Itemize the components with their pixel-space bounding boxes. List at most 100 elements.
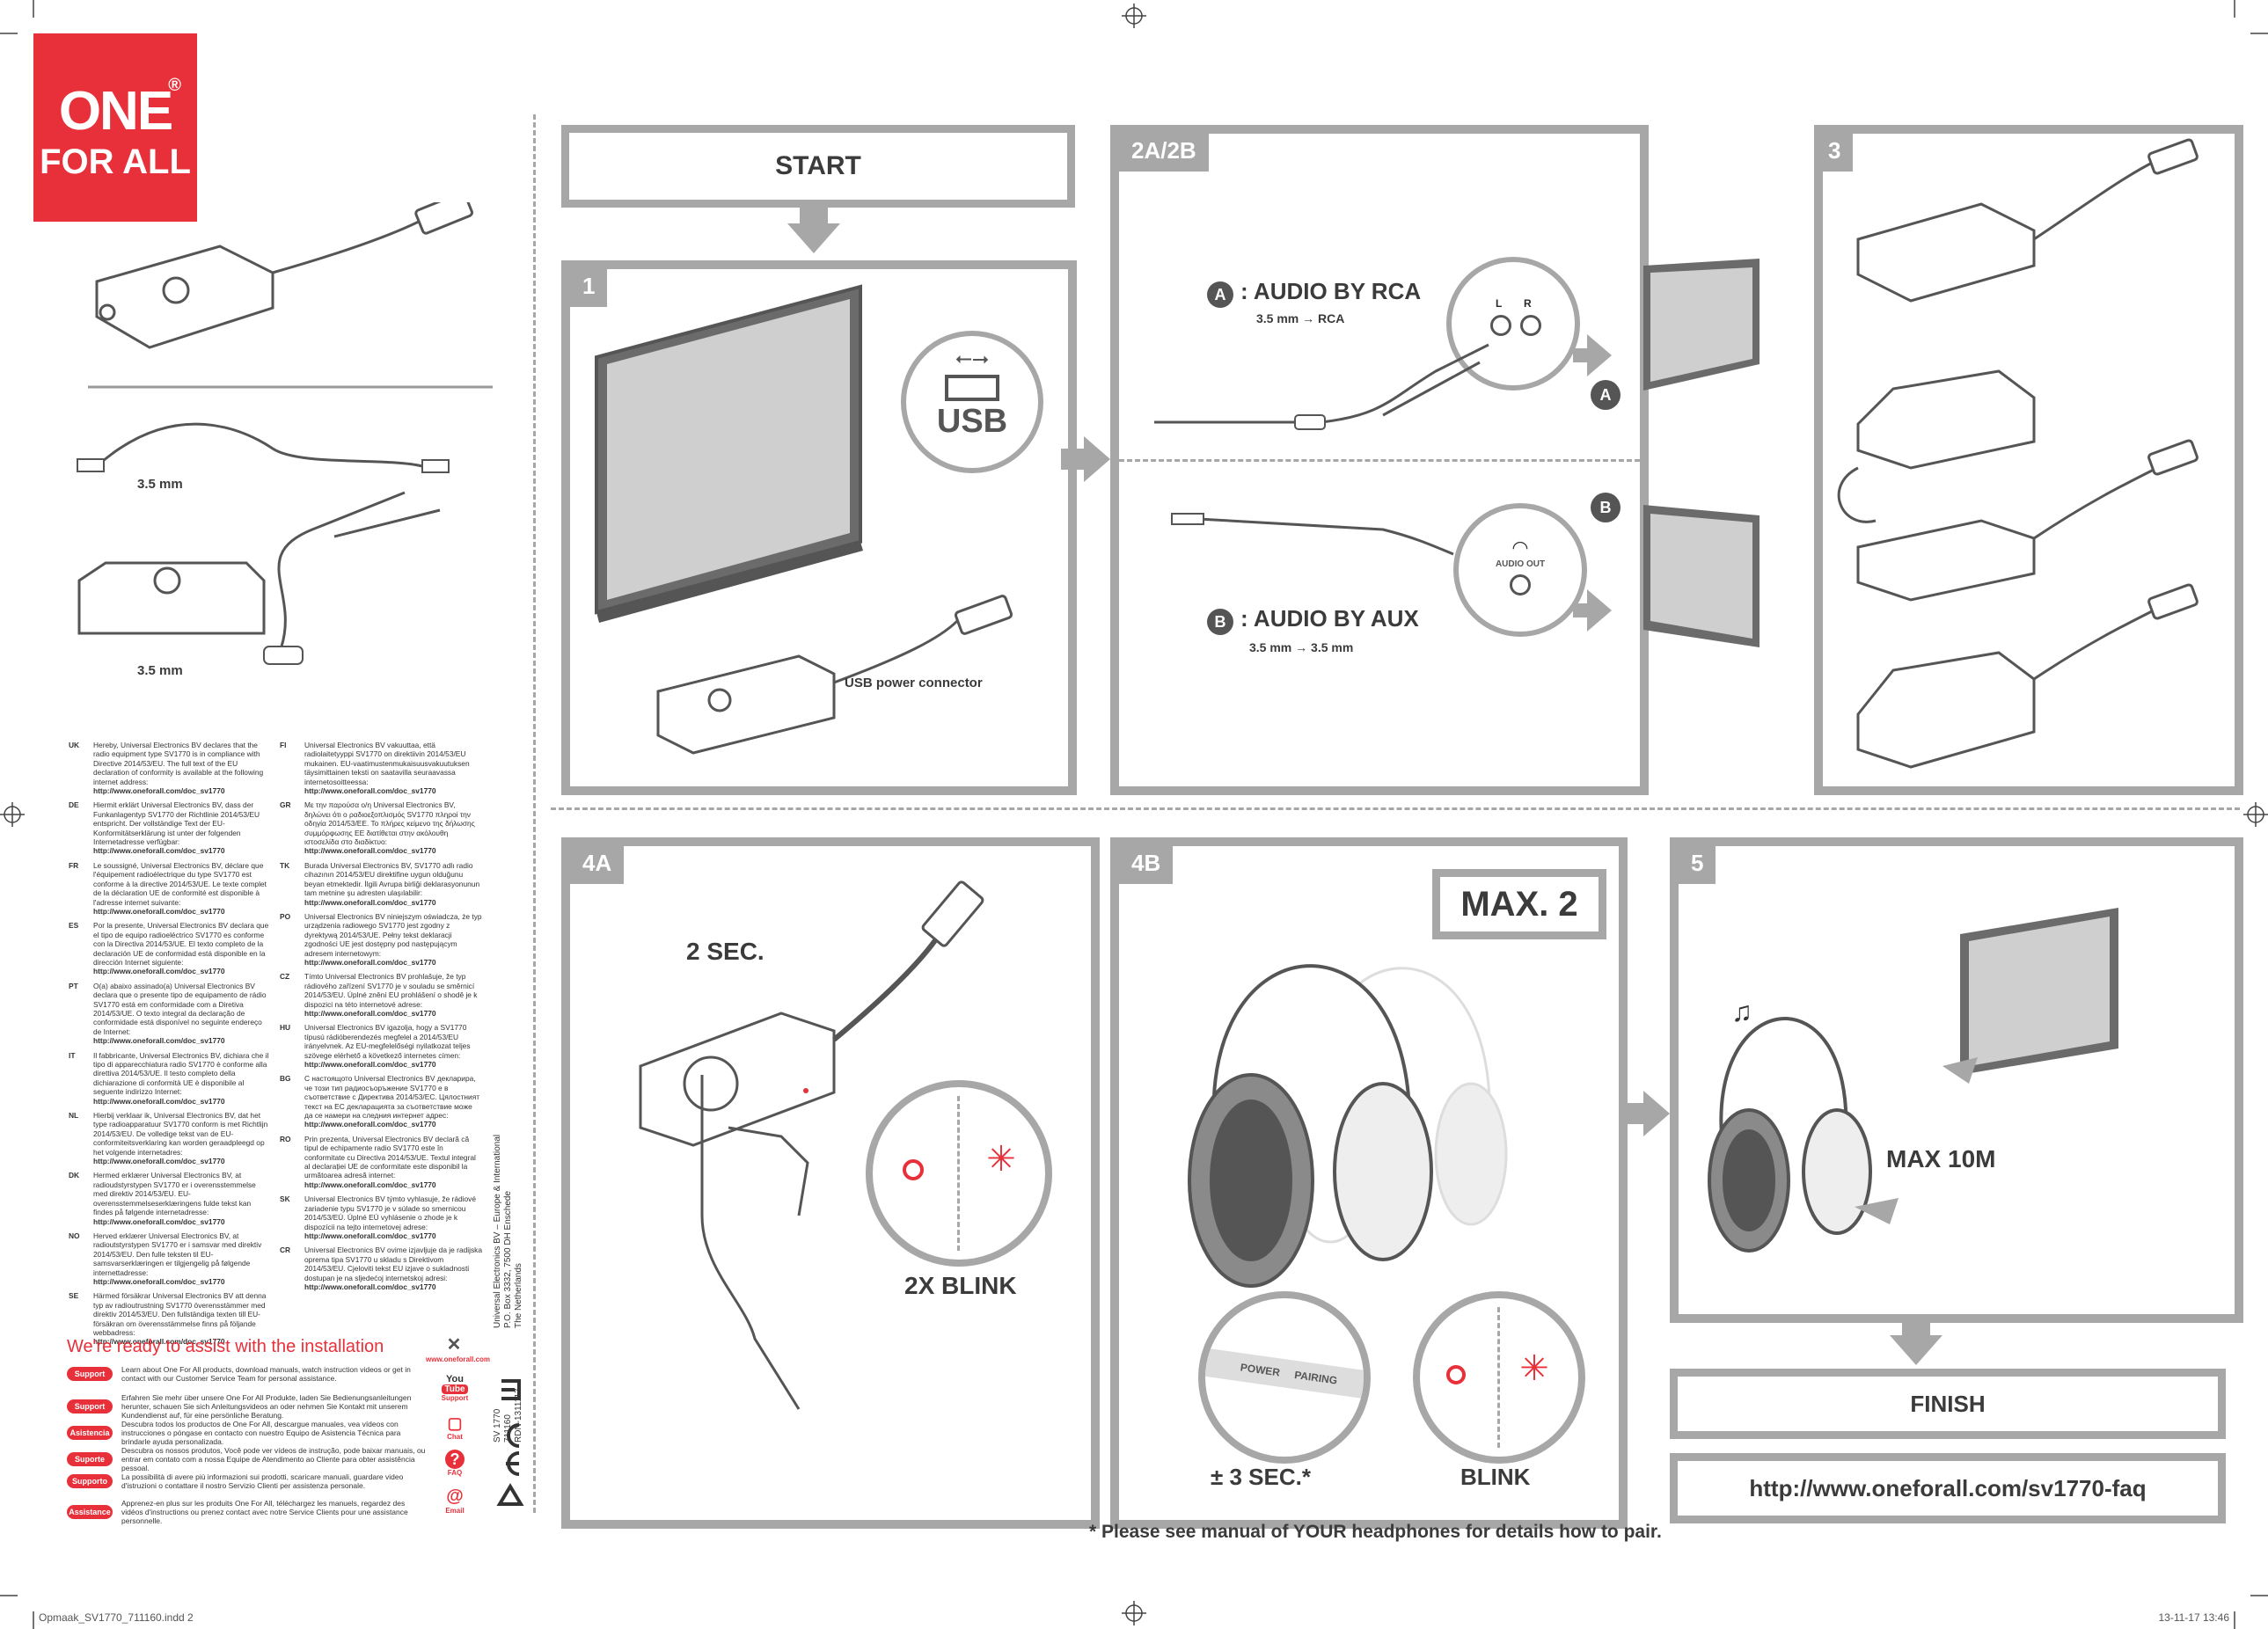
panel-step-4a: 4A 2 SEC. ✳ 2X BLINK bbox=[561, 837, 1100, 1529]
audio-rca-title: : AUDIO BY RCA bbox=[1240, 278, 1422, 304]
vertical-separator bbox=[533, 114, 536, 1513]
rca-l-jack-icon bbox=[1490, 315, 1511, 336]
step-2-tab: 2A/2B bbox=[1119, 134, 1209, 172]
max-10m-label: MAX 10M bbox=[1886, 1145, 1996, 1172]
headphone-led-callout: ✳ bbox=[1413, 1291, 1585, 1464]
label-r: R bbox=[1524, 297, 1532, 310]
faq-url-box[interactable]: http://www.oneforall.com/sv1770-faq bbox=[1670, 1453, 2226, 1523]
step-5-tab: 5 bbox=[1679, 846, 1716, 884]
blink-2x-label: 2X BLINK bbox=[904, 1272, 1017, 1299]
audio-rca-subtitle: 3.5 mm → RCA bbox=[1256, 311, 1345, 325]
arrow-right-icon bbox=[1061, 436, 1110, 482]
support-tag: Support bbox=[67, 1399, 113, 1414]
badge-b: B bbox=[1207, 609, 1233, 635]
max-2-label: MAX. 2 bbox=[1432, 869, 1606, 939]
two-sec-label: 2 SEC. bbox=[686, 938, 765, 965]
assist-title: We're ready to assist with the installat… bbox=[67, 1337, 384, 1356]
usb-plug-icon bbox=[414, 202, 473, 235]
usb-port-icon bbox=[945, 375, 999, 401]
support-tag: Asistencia bbox=[67, 1426, 113, 1440]
arrow-down-icon bbox=[787, 204, 840, 253]
led-off-icon bbox=[903, 1159, 924, 1180]
panel-step-5: 5 ♫ MAX 10M bbox=[1670, 837, 2243, 1323]
tv-b-icon bbox=[1643, 505, 1760, 647]
step-3-tab: 3 bbox=[1816, 134, 1854, 172]
cable-label-1: 3.5 mm bbox=[137, 477, 183, 492]
badge-a: A bbox=[1207, 281, 1233, 308]
pairing-button-callout: POWER PAIRING bbox=[1198, 1291, 1371, 1464]
faq-url-link[interactable]: http://www.oneforall.com/sv1770-faq bbox=[1749, 1474, 2147, 1501]
step-1-tab: 1 bbox=[570, 269, 608, 307]
music-note-icon: ♫ bbox=[1731, 996, 1752, 1027]
led-blink-icon: ✳ bbox=[1519, 1349, 1549, 1388]
aux-port-callout: ◠ AUDIO OUT bbox=[1453, 503, 1587, 637]
company-address: Universal Electronics BV – Europe & Inte… bbox=[493, 1134, 523, 1328]
web-icon: ✕www.oneforall.com bbox=[426, 1335, 491, 1363]
rca-cable-icon bbox=[277, 491, 406, 647]
registered-mark: ® bbox=[168, 76, 181, 95]
range-illustration bbox=[1708, 908, 2118, 1253]
connection-illustration bbox=[1154, 334, 1612, 632]
usb-symbol-icon: ⭠⭢ bbox=[955, 347, 990, 370]
finish-box: FINISH bbox=[1670, 1369, 2226, 1439]
cable-label-2: 3.5 mm bbox=[137, 663, 183, 678]
audio-aux-subtitle: 3.5 mm → 3.5 mm bbox=[1249, 640, 1354, 654]
step-4a-tab: 4A bbox=[570, 846, 625, 884]
pairing-footnote: * Please see manual of YOUR headphones f… bbox=[1089, 1522, 1662, 1542]
power-label: POWER bbox=[1239, 1361, 1281, 1379]
logo-line-1: ONE bbox=[58, 81, 173, 142]
footer-file-info: Opmaak_SV1770_711160.indd 2 bbox=[39, 1611, 194, 1624]
faq-icon: ?FAQ bbox=[435, 1450, 475, 1477]
box-contents-illustration bbox=[77, 202, 493, 665]
audio-aux-title: : AUDIO BY AUX bbox=[1240, 605, 1419, 632]
logo-line-2: FOR ALL bbox=[40, 142, 191, 181]
start-box: START bbox=[561, 125, 1075, 208]
usb-power-label: USB power connector bbox=[845, 676, 983, 690]
usb-port-callout: ⭠⭢ USB bbox=[901, 331, 1043, 473]
brand-logo: ® ONE FOR ALL bbox=[33, 33, 197, 222]
pairing-label: PAIRING bbox=[1293, 1368, 1338, 1387]
press-button-illustration bbox=[639, 880, 984, 1410]
support-tag: Support bbox=[67, 1367, 113, 1381]
step-4b-tab: 4B bbox=[1119, 846, 1174, 884]
youtube-icon: You Tube Support bbox=[441, 1374, 469, 1402]
badge-a-tv: A bbox=[1591, 380, 1621, 410]
power-pairing-strip: POWER PAIRING bbox=[1205, 1347, 1364, 1401]
led-blink-callout: ✳ bbox=[866, 1080, 1052, 1267]
aux-jack-icon bbox=[1510, 574, 1531, 595]
label-l: L bbox=[1496, 297, 1503, 310]
audio-out-label: AUDIO OUT bbox=[1495, 559, 1546, 569]
headphones-illustration bbox=[1188, 964, 1508, 1288]
support-tag: Supporto bbox=[67, 1474, 113, 1488]
horizontal-separator bbox=[551, 807, 2240, 810]
ce-eac-marks-icon bbox=[496, 1379, 524, 1506]
aux-cable-icon bbox=[96, 422, 423, 468]
arrow-right-icon bbox=[1621, 1091, 1670, 1136]
